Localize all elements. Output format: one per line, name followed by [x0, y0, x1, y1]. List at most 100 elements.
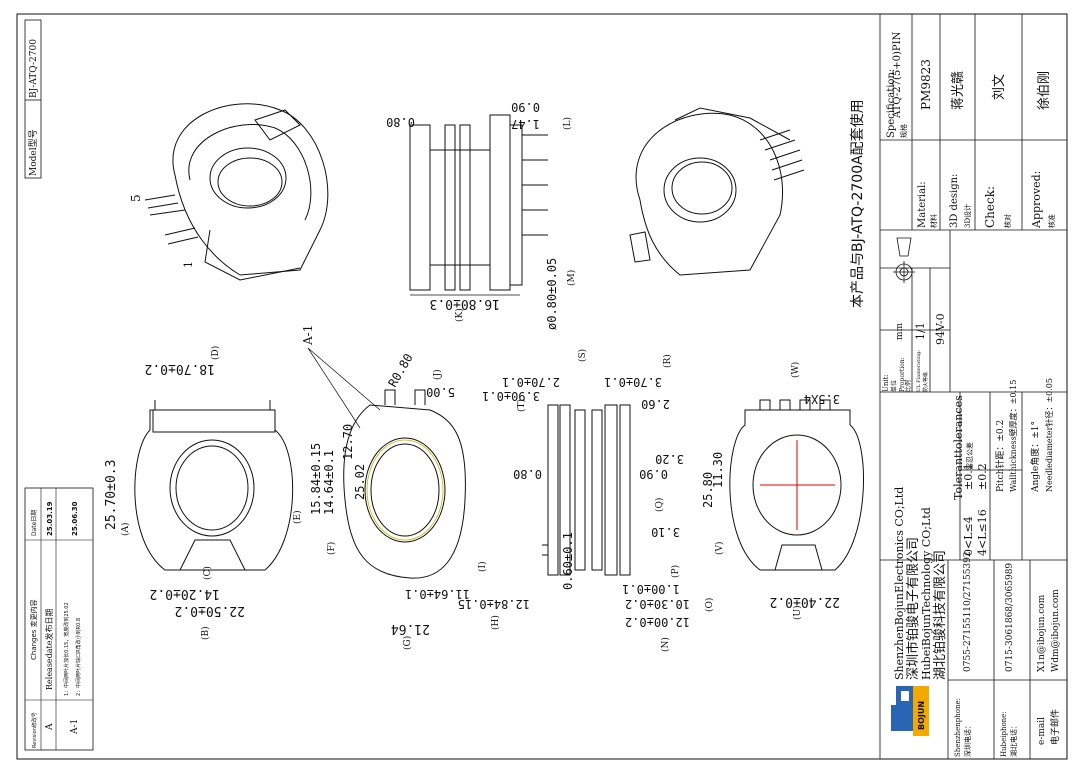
tol-title: Toleranttolerances: [952, 395, 965, 500]
sz-phone-cn: 深圳电话：: [963, 722, 972, 757]
dim-label: 11.64±0.1: [405, 587, 470, 601]
material-value: PM9823: [919, 59, 933, 110]
dim-label: 15.84±0.15: [309, 443, 323, 515]
side-view-top: [409, 114, 548, 296]
dim-label: 0.90: [639, 467, 668, 481]
tol-range: 4<L≤16: [976, 509, 989, 556]
usage-note: 本产品与BJ-ATQ-2700A配套使用: [849, 99, 866, 308]
view-label: (M): [566, 270, 577, 286]
company-cn2: 湖北铂骏科技有限公司: [932, 550, 948, 680]
view-label: (C): [202, 566, 213, 580]
dim-label: 3.5X4: [804, 392, 840, 406]
email1: X1n@ibojun.com: [1037, 594, 1047, 672]
view-label: (Q): [654, 498, 665, 512]
changes-row-date: 25.03.19: [46, 501, 54, 536]
side-view-middle: [542, 404, 631, 576]
dim-label: 3.90±0.1: [482, 389, 540, 403]
material-cn: 材料: [929, 214, 938, 228]
design-label: 3D design:: [949, 174, 960, 228]
view-label: A-1: [301, 325, 315, 346]
proportion-label: Proportion:: [899, 357, 906, 392]
tol-range: 0<L≤4: [962, 516, 975, 556]
isometric-view-left: [144, 103, 329, 281]
spec-label: Specification:: [886, 69, 897, 138]
hb-phone-label: Hubeiphone:: [1000, 711, 1008, 757]
view-label: (I): [477, 561, 488, 572]
company-en2: HubeiBojunTechnology CO;Ltd: [920, 507, 933, 680]
flame-label: UL Flamerating:: [916, 350, 922, 392]
dim-label: 5.00: [426, 385, 455, 399]
model-label: Model型号: [28, 129, 39, 176]
dim-label: 0.80: [386, 115, 415, 129]
logo-text: BOJUN: [917, 701, 926, 730]
dim-label: 2.70±0.1: [502, 375, 560, 389]
view-label: (D): [210, 346, 221, 360]
company-block: ShenzhenBojunElectronics CO;Ltd 深圳市铂骏电子有…: [893, 487, 948, 680]
isometric-view-right: [629, 107, 805, 276]
dim-label: 25.70±0.3: [104, 460, 119, 530]
dim-label: 25.02: [353, 464, 367, 500]
proportion-cn: 比例: [904, 380, 912, 392]
sz-phone-label: Shenzhenphone:: [954, 698, 962, 757]
dim-label: 12.00±0.2: [625, 615, 690, 629]
spec-value: ATQ-27(5+0)PIN: [892, 31, 903, 119]
approved-value: 徐伯刚: [1037, 71, 1052, 110]
approved-cn: 核准: [1047, 214, 1056, 228]
view-label: (S): [577, 349, 588, 362]
unit-label: Unit:: [882, 374, 890, 392]
view-label: (P): [670, 565, 681, 578]
tol-note: Angle角度：±1°: [1029, 421, 1041, 493]
changes-row-desc: Releasedate发布日期: [44, 609, 54, 691]
check-value: 刘文: [992, 74, 1007, 100]
hb-phone-cn: 湖北电话：: [1009, 722, 1018, 757]
dim-label: 22.50±0.2: [175, 603, 245, 618]
view-label: (R): [662, 354, 673, 368]
dim-label: 3.20: [655, 452, 684, 466]
sz-phone: 0755-27155110/27155392: [963, 551, 973, 672]
view-label: (A): [120, 522, 131, 536]
dim-label: 11.30: [711, 452, 725, 488]
view-label: (F): [326, 542, 337, 555]
hb-phone: 0715-3061868/3065989: [1005, 563, 1015, 672]
view-labels: (A) (B) (C) (D) (E) (F) (G) (H) (I) (J) …: [120, 117, 803, 652]
dim-label: 3.10: [651, 525, 680, 539]
model-value: BJ-ATQ-2700: [29, 39, 39, 98]
title-block: [879, 13, 1068, 760]
front-view-left: [134, 400, 294, 571]
tol-value: ±0.1: [962, 463, 975, 490]
view-label: (K): [454, 308, 465, 322]
check-cn: 核对: [1003, 214, 1012, 228]
pin-label: 5: [129, 194, 143, 202]
dim-label: 12.84±0.15: [458, 597, 530, 611]
bojun-logo-icon: BOJUN: [885, 680, 937, 736]
proportion-value: 1/1: [914, 322, 927, 340]
view-label: (V): [714, 541, 725, 555]
flame-value: 94V-0: [934, 313, 947, 345]
changes-row-desc: 1：中间两叶片加长0.15，宽度改到25.02: [63, 602, 70, 696]
view-label: (T): [516, 399, 527, 412]
dim-label: 14.64±0.1: [322, 450, 336, 515]
tol-note: Needlediameter针径：±0.05: [1044, 378, 1054, 492]
changes-row-desc: 2：中间两叶片缺口R角改小到R0.8: [75, 618, 82, 696]
tol-note: Pitch针距：±0.2: [994, 420, 1006, 492]
changes-desc-header: Changes 变更内容: [29, 599, 38, 660]
unit-cn: 单位: [890, 380, 898, 392]
flame-cn: 防火等级: [922, 372, 929, 392]
view-label: (H): [490, 615, 501, 630]
email-cn: 电子邮件: [1049, 709, 1061, 745]
dim-label: 14.20±0.2: [150, 586, 220, 601]
changes-table: Revision修改号 Changes 变更内容 Date日期 A Releas…: [24, 487, 94, 751]
dim-label: 1.00±0.1: [622, 582, 680, 596]
dim-label: ø0.80±0.05: [545, 258, 559, 330]
dim-label: 0.90: [511, 100, 540, 114]
changes-row-date: 25.06.30: [71, 501, 79, 536]
approved-label: Approved:: [1030, 171, 1043, 229]
email-label: e-mail: [1037, 717, 1047, 745]
crosshair: [760, 440, 835, 530]
material-label: Material:: [917, 181, 928, 228]
view-label: (J): [432, 369, 443, 380]
email2: Wdm@ibojun.com: [1051, 589, 1061, 672]
dim-label: 21.64: [391, 621, 430, 636]
view-label: (G): [402, 636, 413, 650]
view-label: (E): [292, 510, 303, 524]
